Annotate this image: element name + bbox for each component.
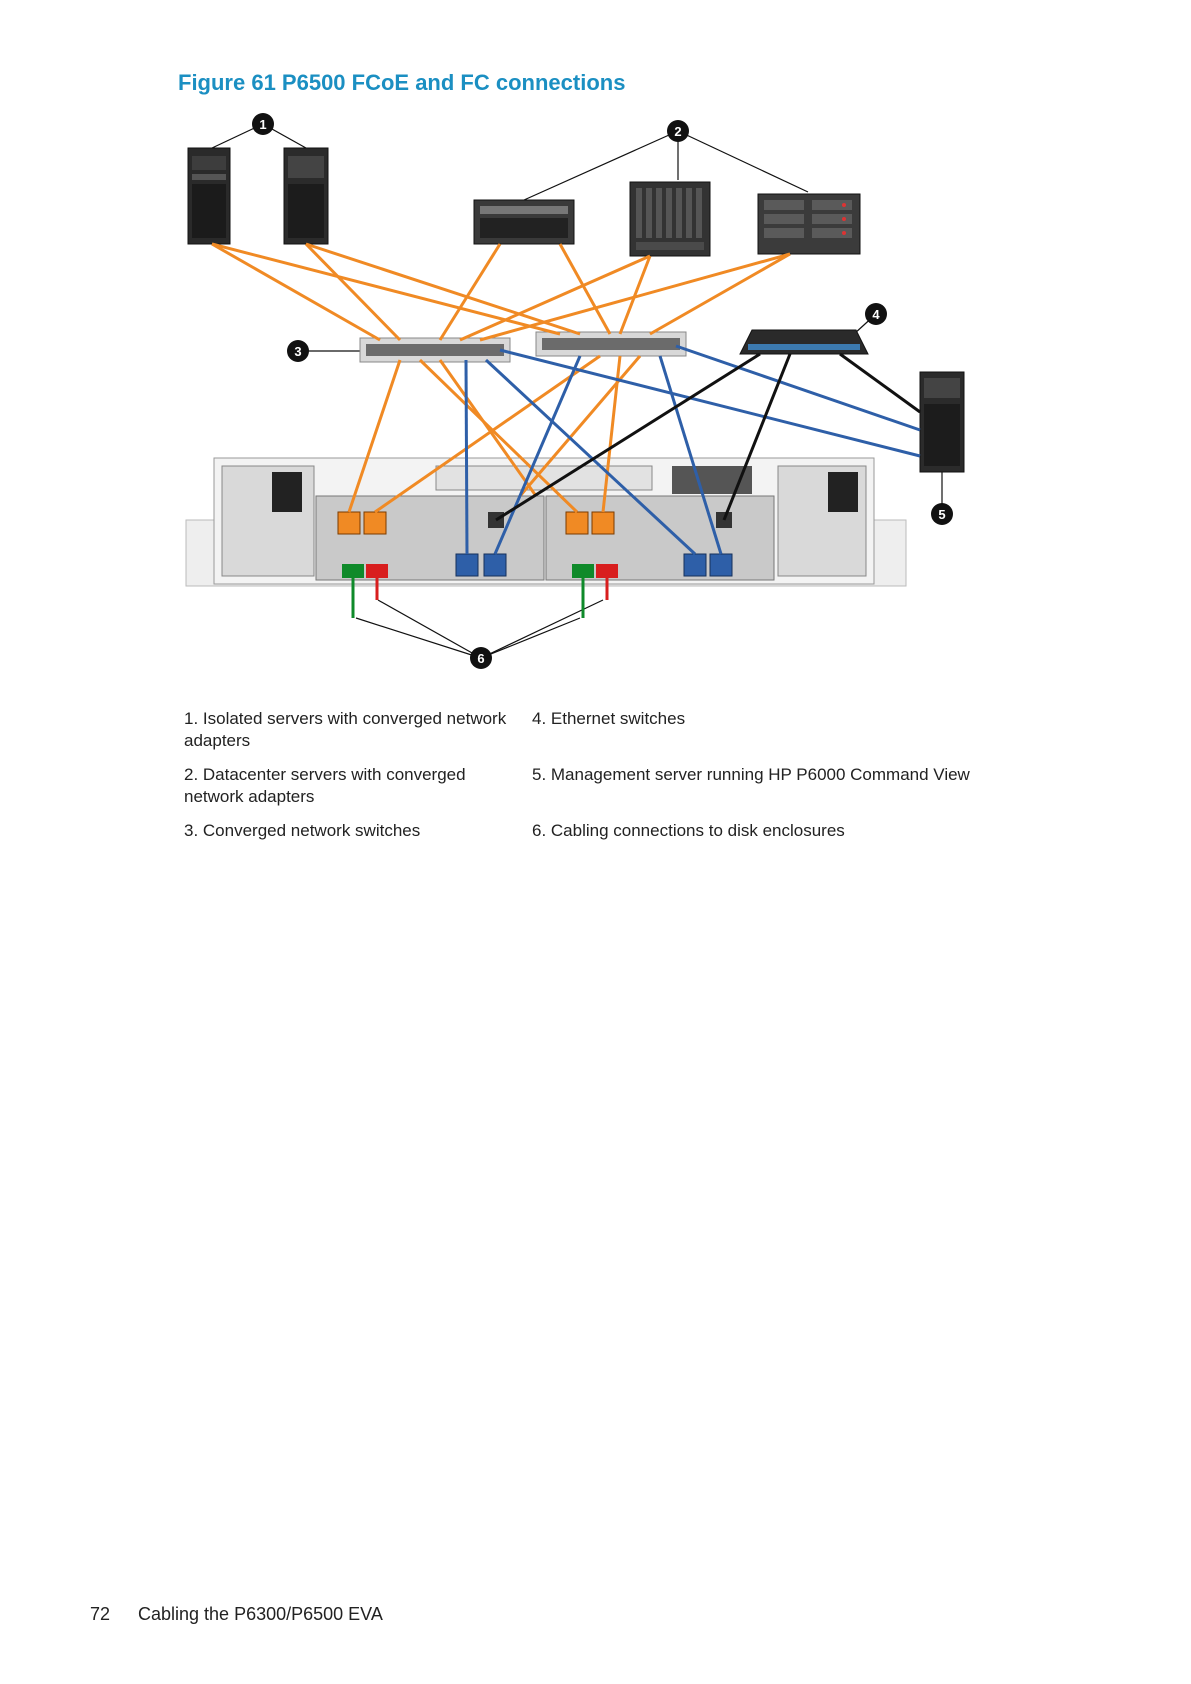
ethernet-switch bbox=[739, 329, 869, 355]
ethernet-cables bbox=[495, 352, 921, 522]
legend-row: 2. Datacenter servers with converged net… bbox=[184, 764, 1014, 808]
legend-item-1: 1. Isolated servers with converged netwo… bbox=[184, 709, 507, 750]
figure-legend: 1. Isolated servers with converged netwo… bbox=[184, 708, 1014, 854]
legend-row: 1. Isolated servers with converged netwo… bbox=[184, 708, 1014, 752]
datacenter-server-2 bbox=[757, 193, 861, 255]
page-footer: 72 Cabling the P6300/P6500 EVA bbox=[90, 1604, 383, 1625]
callout-3: 3 bbox=[287, 340, 309, 362]
legend-item-5: 5. Management server running HP P6000 Co… bbox=[532, 765, 970, 784]
callout-2-label: 2 bbox=[674, 124, 681, 139]
callout-5-label: 5 bbox=[938, 507, 945, 522]
isolated-server-2 bbox=[283, 147, 329, 245]
figure-title: Figure 61 P6500 FCoE and FC connections bbox=[178, 70, 626, 95]
callout-4: 4 bbox=[865, 303, 887, 325]
callout-1: 1 bbox=[252, 113, 274, 135]
callout-3-label: 3 bbox=[294, 344, 301, 359]
datacenter-blade-enclosure bbox=[629, 181, 711, 257]
legend-item-3: 3. Converged network switches bbox=[184, 821, 421, 840]
legend-item-2: 2. Datacenter servers with converged net… bbox=[184, 765, 466, 806]
isolated-server-1 bbox=[187, 147, 231, 245]
converged-switch-1 bbox=[359, 337, 511, 363]
connection-diagram: 1 2 3 4 5 6 bbox=[185, 113, 965, 669]
legend-item-6: 6. Cabling connections to disk enclosure… bbox=[532, 821, 845, 840]
page-number: 72 bbox=[90, 1604, 111, 1624]
callout-6: 6 bbox=[470, 647, 492, 669]
callout-4-label: 4 bbox=[872, 307, 880, 322]
legend-item-4: 4. Ethernet switches bbox=[532, 709, 686, 728]
fcoe-cables bbox=[211, 242, 791, 514]
management-server bbox=[919, 371, 965, 473]
datacenter-server-1 bbox=[473, 199, 575, 245]
section-title: Cabling the P6300/P6500 EVA bbox=[138, 1604, 383, 1624]
callout-1-label: 1 bbox=[259, 117, 266, 132]
converged-switch-2 bbox=[535, 331, 687, 357]
legend-row: 3. Converged network switches 6. Cabling… bbox=[184, 820, 1014, 842]
disk-enclosure-chassis bbox=[185, 457, 907, 587]
callout-2: 2 bbox=[667, 120, 689, 142]
fc-cables bbox=[464, 344, 921, 556]
disk-enclosure-cables bbox=[351, 572, 609, 618]
callout-6-label: 6 bbox=[477, 651, 484, 666]
callout-5: 5 bbox=[931, 503, 953, 525]
